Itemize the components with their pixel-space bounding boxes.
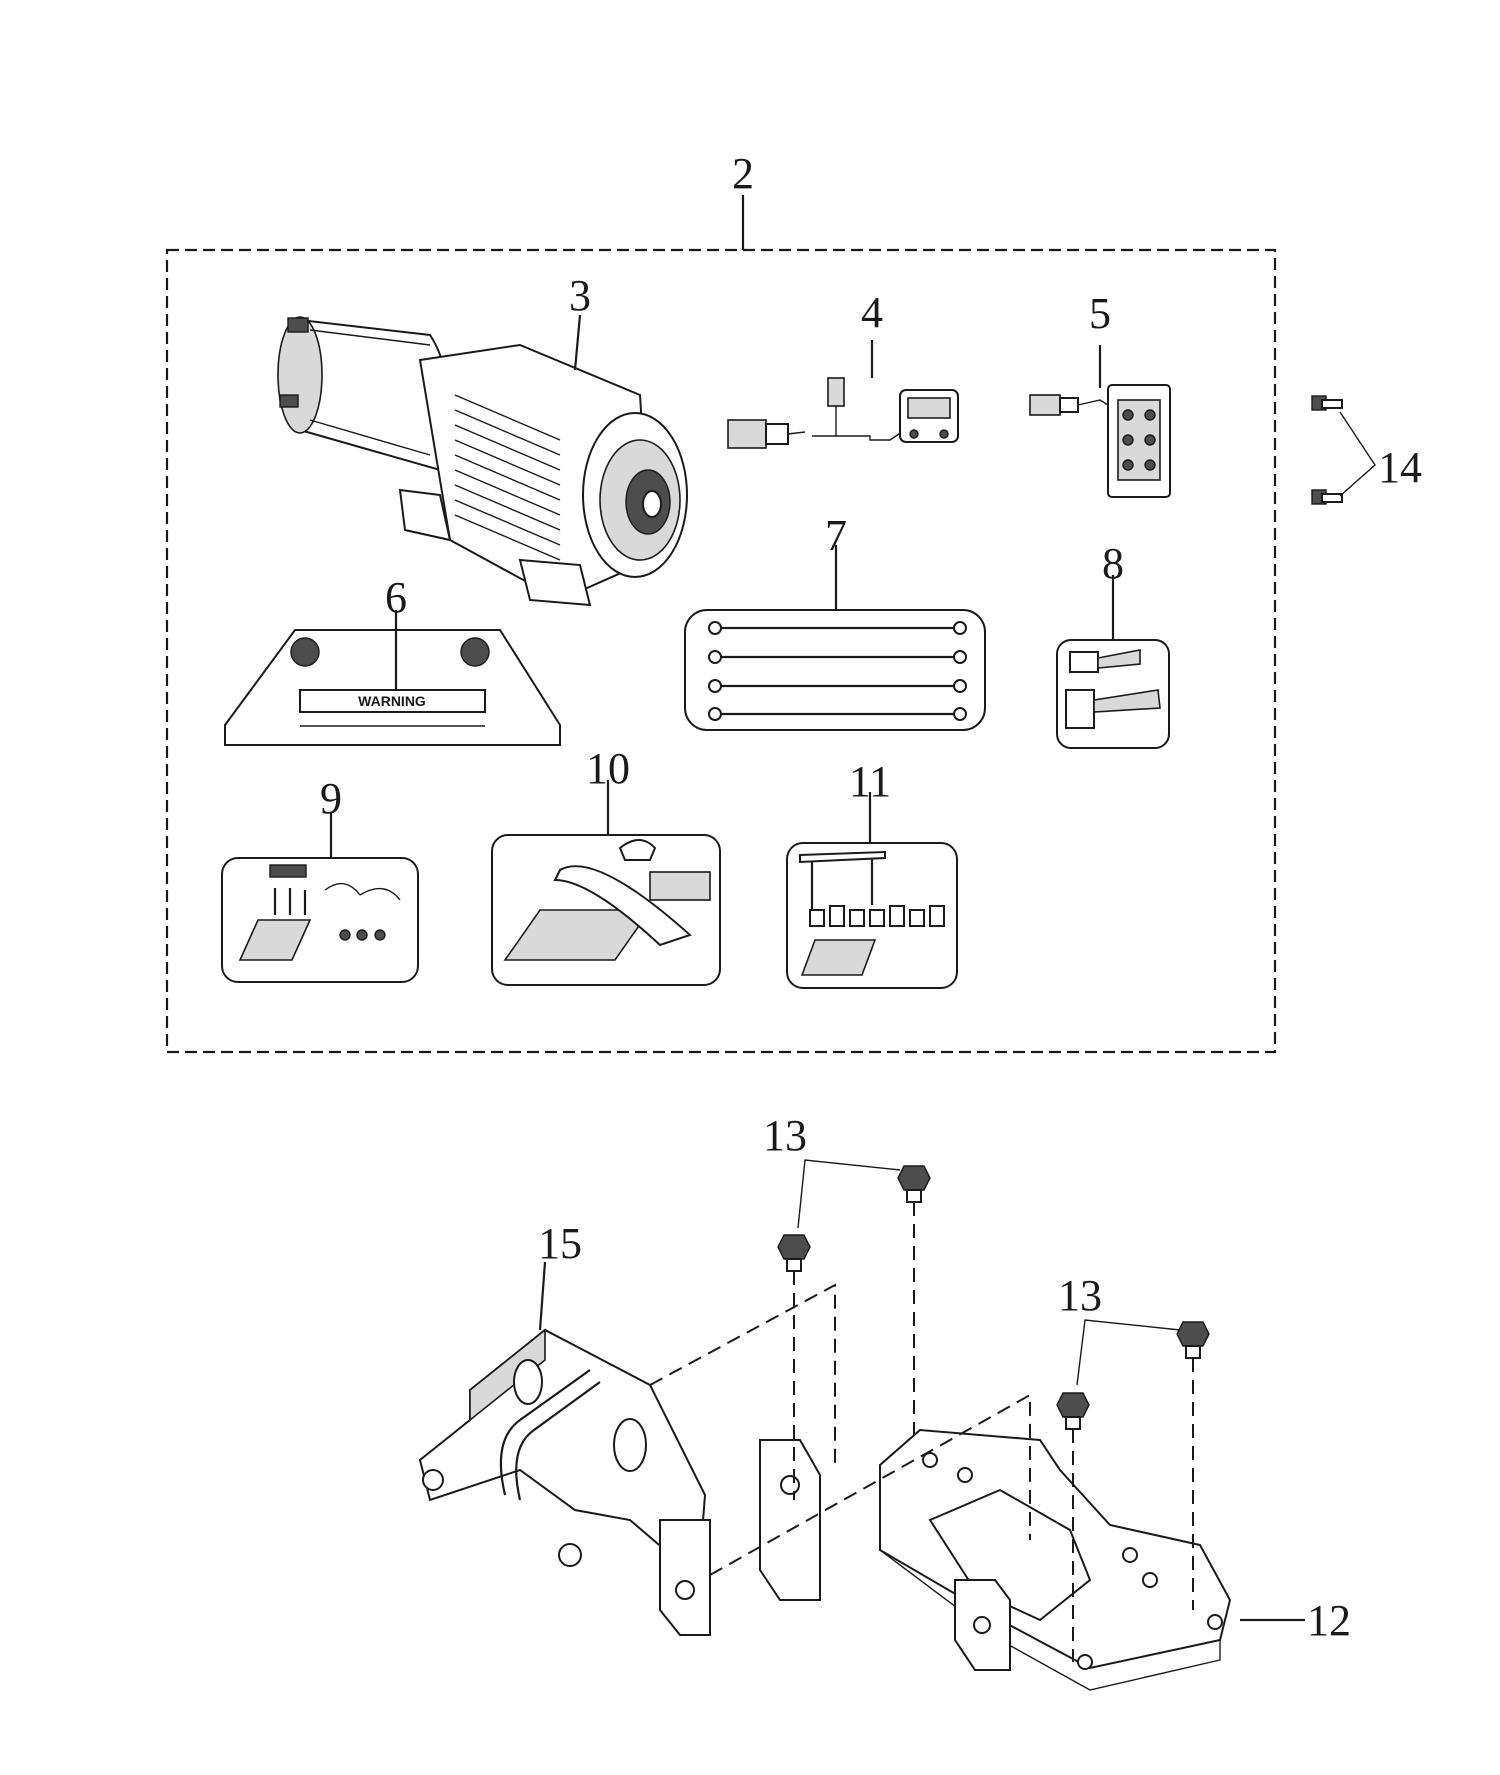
bolt-pair-13-lower: 13: [1056, 1271, 1210, 1662]
callout-3: 3: [569, 271, 591, 320]
front-bracket-15: 15: [418, 1219, 711, 1636]
winch-assembly: 3: [277, 271, 688, 607]
winch-kit-frame: 2: [165, 149, 1277, 1054]
callout-6: 6: [385, 573, 407, 622]
battery-cables: 7: [684, 511, 986, 731]
callout-13-upper: 13: [763, 1111, 807, 1160]
bolt-13-b: [897, 1165, 931, 1203]
callout-15: 15: [538, 1219, 582, 1268]
callout-4: 4: [861, 288, 883, 337]
clutch-handles: 8: [1056, 539, 1170, 749]
warning-label: WARNING: [358, 693, 426, 709]
callout-14: 14: [1378, 443, 1422, 492]
assembly-lines: [649, 1283, 1031, 1576]
callout-2: 2: [732, 149, 754, 198]
contactor: 5: [1029, 289, 1171, 498]
cable-drum: [454, 394, 561, 561]
bolt-13-c: [1056, 1392, 1090, 1430]
mount-bracket-12: 12: [759, 1428, 1351, 1691]
mount-plate: WARNING 6: [224, 573, 561, 746]
bolt-pair-13-upper: 13: [763, 1111, 931, 1500]
remote-harness: 4: [727, 288, 959, 449]
callout-9: 9: [320, 774, 342, 823]
callout-11: 11: [849, 757, 891, 806]
hook-kit-10: 10: [491, 744, 721, 986]
callout-8: 8: [1102, 539, 1124, 588]
roller-kit-11: 11: [786, 757, 958, 989]
bolt-13-a: [777, 1234, 811, 1272]
callout-5: 5: [1089, 289, 1111, 338]
fastener-set: [809, 905, 945, 927]
callout-7: 7: [825, 511, 847, 560]
callout-10: 10: [586, 744, 630, 793]
bolt-13-d: [1176, 1321, 1210, 1359]
bolt-pair-14: 14: [1311, 395, 1422, 505]
hardware-kit-9: 9: [221, 774, 419, 983]
callout-13-lower: 13: [1058, 1271, 1102, 1320]
callout-12: 12: [1307, 1596, 1351, 1645]
